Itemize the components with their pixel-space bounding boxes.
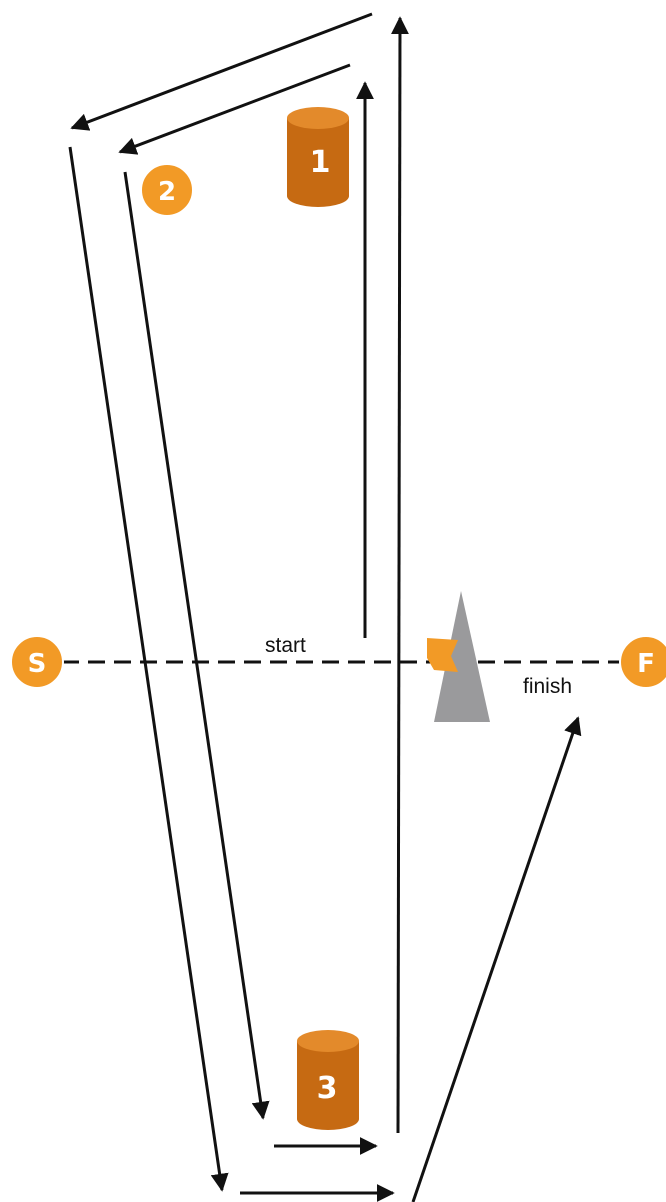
barrel-number: 1 (310, 145, 331, 180)
barrel-icon (297, 1041, 359, 1130)
barrel-2-badge: 2 (140, 163, 194, 217)
barrel-1: 1 (287, 107, 349, 207)
finish-marker-circle (619, 635, 666, 689)
start-label: start (265, 634, 306, 657)
finish-label: finish (523, 675, 572, 698)
start-marker: S (10, 635, 64, 689)
route-arrows (68, 12, 582, 1202)
finish-marker: F (619, 635, 666, 689)
route-arrow (68, 146, 229, 1192)
barrel-icon (287, 118, 349, 207)
finish-marker-letter: F (637, 649, 655, 679)
route-arrow (70, 12, 373, 131)
barrel-number: 3 (317, 1071, 338, 1106)
badge-number: 2 (158, 177, 176, 207)
barrel-top (297, 1030, 359, 1052)
route-arrow (123, 171, 270, 1120)
route-arrow (411, 716, 582, 1202)
flag-icon (427, 638, 458, 672)
barrel-3: 3 (297, 1030, 359, 1130)
start-marker-letter: S (28, 649, 47, 679)
route-arrow (390, 16, 409, 1134)
start-marker-circle (10, 635, 64, 689)
cone-icon (434, 591, 490, 722)
circle-badge-icon (140, 163, 194, 217)
route-arrow (118, 63, 351, 155)
barrel-top (287, 107, 349, 129)
